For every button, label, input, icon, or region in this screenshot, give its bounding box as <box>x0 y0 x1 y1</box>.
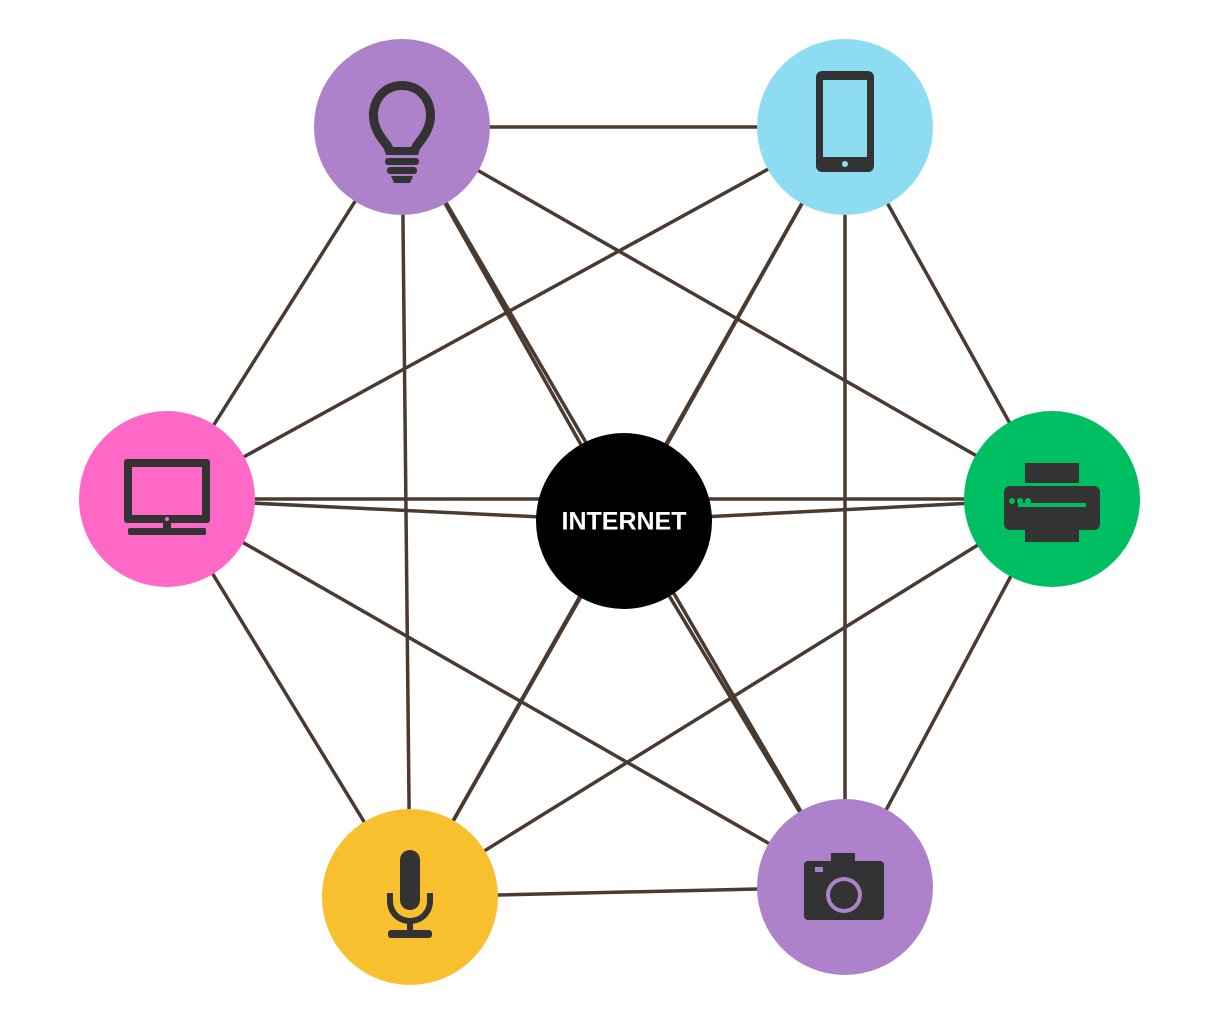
node-monitor <box>79 411 255 587</box>
node-camera <box>757 799 933 975</box>
printer-icon <box>1004 463 1100 542</box>
node-circle <box>314 39 490 215</box>
link-camera-monitor <box>165 497 847 889</box>
internet-hub: INTERNET <box>536 433 712 609</box>
camera-icon <box>804 853 884 920</box>
hub-circle <box>536 433 712 609</box>
microphone-icon <box>387 850 433 938</box>
node-microphone <box>322 809 498 985</box>
lightbulb-icon <box>369 81 435 183</box>
monitor-icon <box>124 459 210 535</box>
link-bulb-printer <box>400 125 1054 501</box>
node-lightbulb <box>314 39 490 215</box>
node-tablet <box>757 39 933 215</box>
tablet-icon <box>816 71 874 172</box>
hub-label: INTERNET <box>562 508 687 536</box>
node-printer <box>964 411 1140 587</box>
